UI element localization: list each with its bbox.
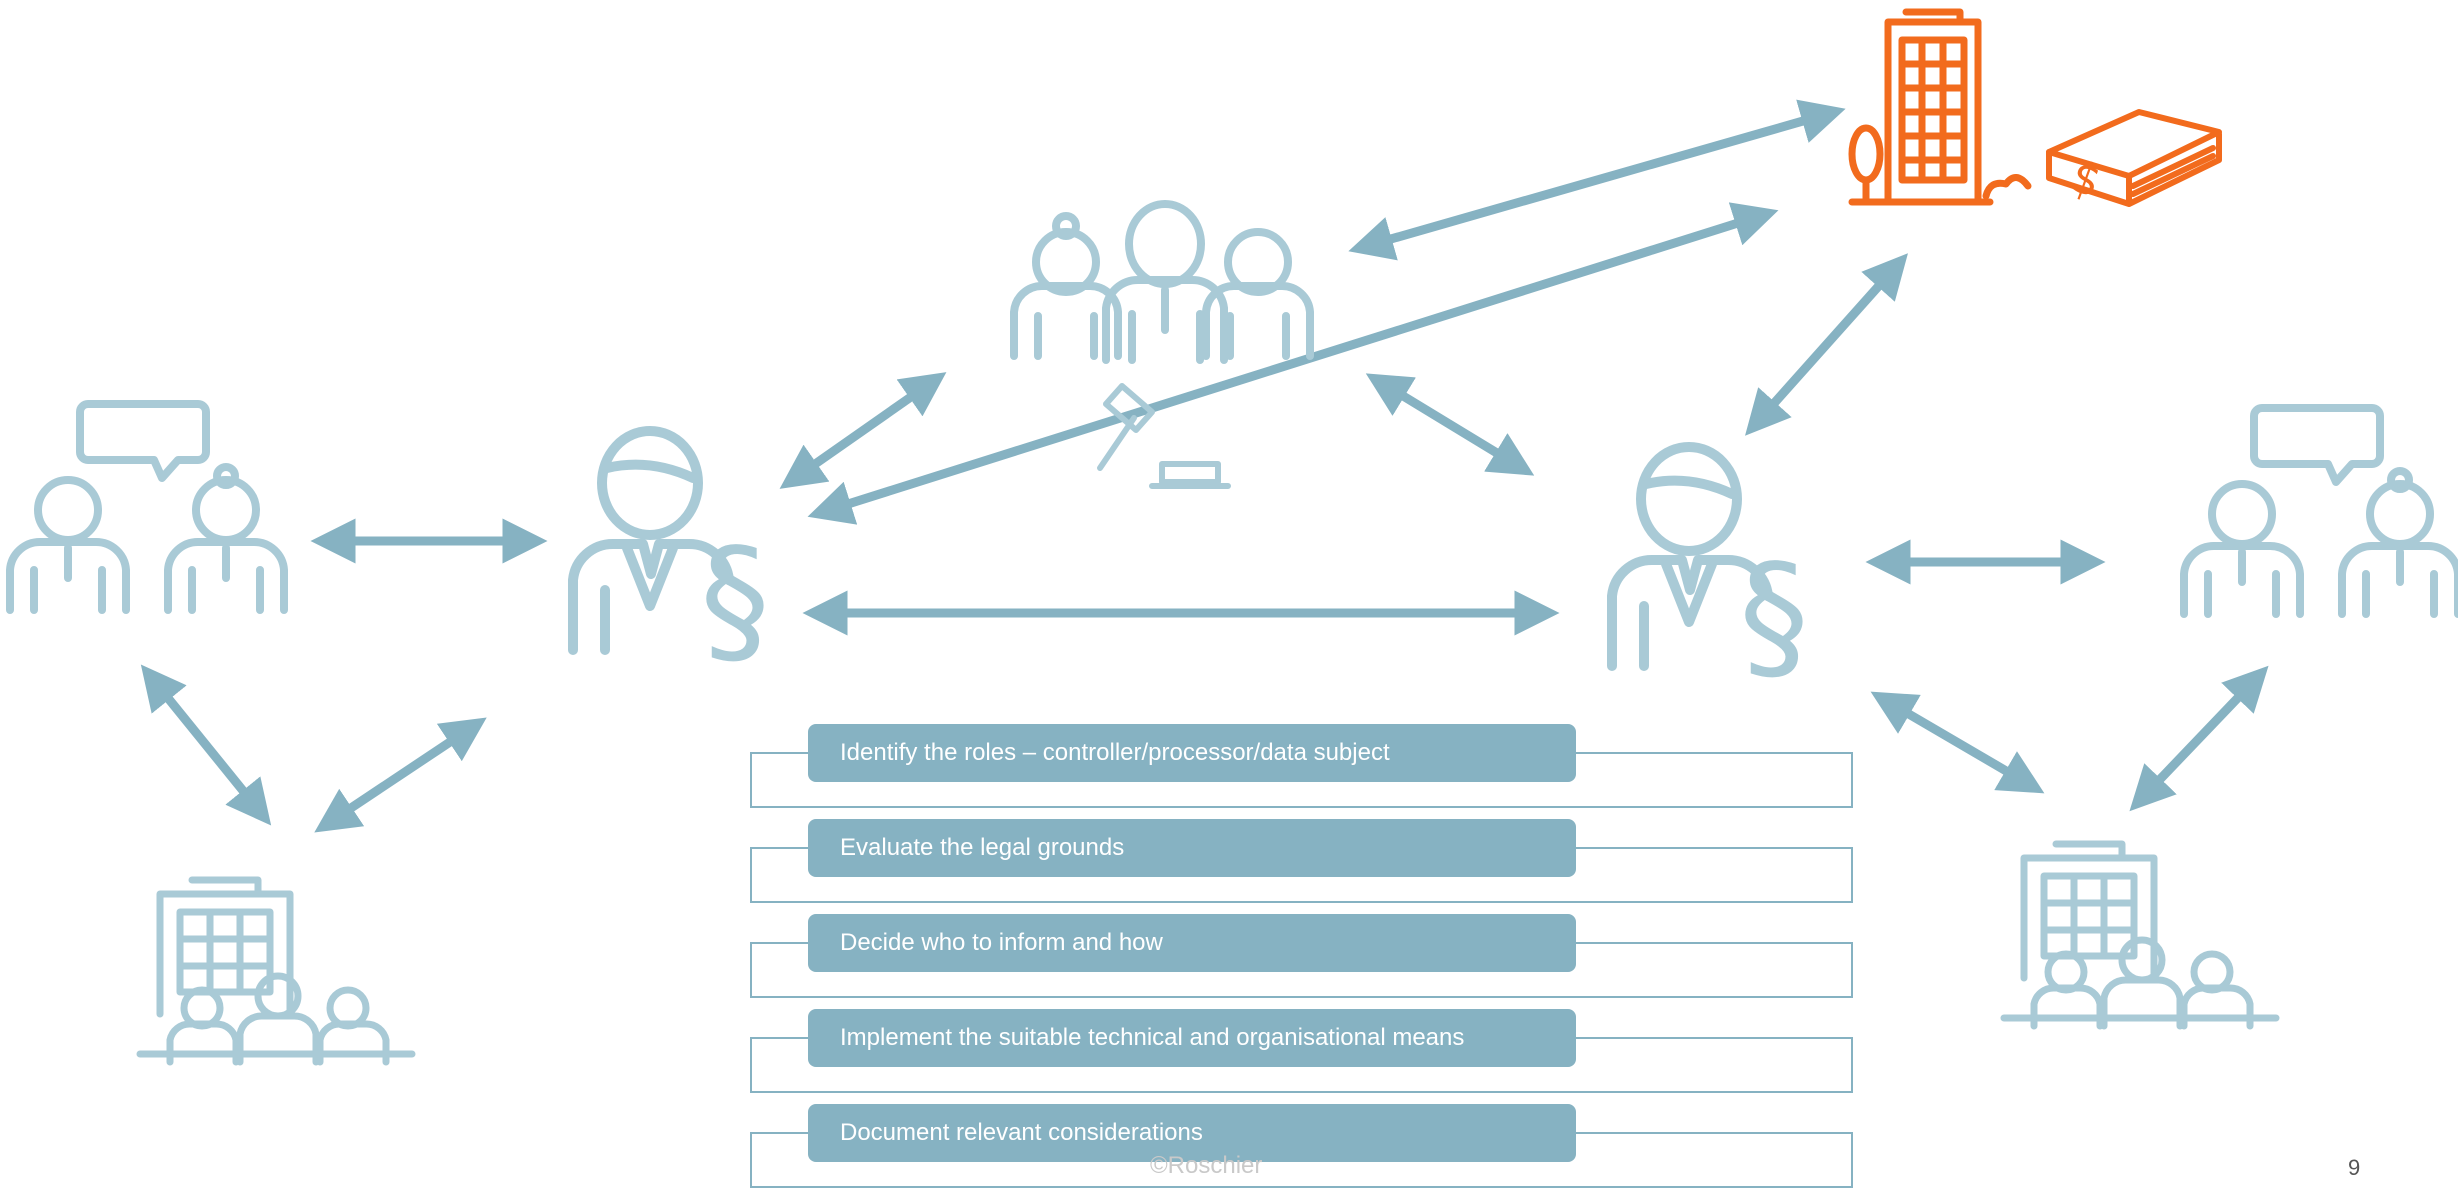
court-group-with-gavel-icon [1010,200,1314,489]
arrow-left-company-lawyer [314,717,487,833]
copyright-footer: ©Roschier [1150,1152,1263,1179]
arrow-right-company-people [2129,665,2269,812]
step-1: Identify the roles – controller/processo… [808,724,1576,782]
discussing-people-icon [2180,404,2458,618]
arrow-court-authority [1348,99,1846,261]
arrow-left-lawyer-court [779,372,947,489]
arrow-left-lawyer-authority [807,202,1779,525]
discussing-people-icon [6,400,288,614]
step-3: Decide who to inform and how [808,914,1576,972]
step-5: Document relevant considerations [808,1104,1576,1162]
arrows [140,99,2269,833]
lawyer-paragraph-icon: § [568,426,770,682]
law-book-icon: $ [2046,109,2222,208]
authority-building-icon [1848,8,2032,206]
company-with-staff-icon [136,876,416,1066]
page-number: 9 [2348,1155,2361,1180]
company-with-staff-icon [2000,840,2280,1030]
lawyer-paragraph-icon: § [1607,442,1809,698]
arrow-right-lawyer-authority [1745,253,1908,436]
step-4: Implement the suitable technical and org… [808,1009,1576,1067]
step-2: Evaluate the legal grounds [808,819,1576,877]
svg-text:§: § [700,519,770,682]
arrow-court-right-lawyer [1365,373,1535,476]
arrow-left-people-company [140,664,272,826]
svg-text:§: § [1739,535,1809,698]
arrow-right-lawyer-company [1870,691,2045,794]
